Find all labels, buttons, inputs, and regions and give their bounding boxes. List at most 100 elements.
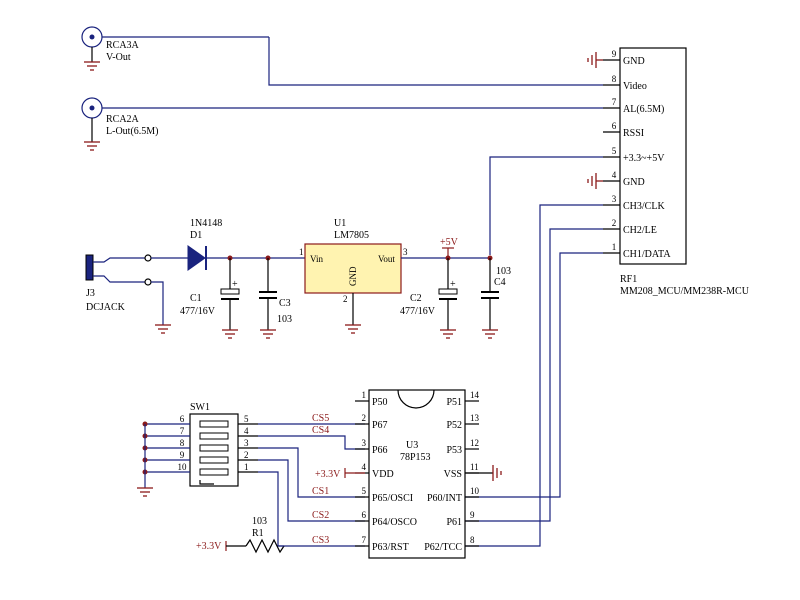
- c1-value: 477/16V: [180, 306, 216, 317]
- d1-ref: D1: [190, 230, 202, 241]
- dip-marker: [199, 480, 214, 485]
- u3-right-pin-num: 8: [470, 535, 475, 545]
- u3-right-pin-name: VSS: [444, 469, 462, 480]
- c3-capacitor: C3 103: [259, 258, 292, 339]
- u1-vout: Vout: [378, 254, 395, 264]
- r1-ref: R1: [252, 528, 264, 539]
- u3-left-pin-num: 7: [362, 535, 367, 545]
- u1-pin3: 3: [403, 247, 408, 257]
- rf1-pin-num: 8: [612, 74, 617, 84]
- u3-right-pin-num: 9: [470, 510, 475, 520]
- rf1-pin-num: 2: [612, 218, 617, 228]
- sw1-ref: SW1: [190, 402, 210, 413]
- sw1-left-pin-num: 10: [178, 462, 188, 472]
- net-cs4: CS4: [312, 425, 329, 436]
- u3-right-pin-name: P60/INT: [427, 493, 462, 504]
- dip-slot: [199, 468, 229, 476]
- rf1-pin-num: 6: [612, 121, 617, 131]
- u3-left-pin-name: P50: [372, 397, 388, 408]
- cs3-wire: [258, 471, 365, 547]
- sw1-left-pin-num: 9: [180, 450, 185, 460]
- u1-part: LM7805: [334, 230, 369, 241]
- c4-value: 103: [496, 266, 511, 277]
- r1-resistor: +3.3V 103 R1: [196, 516, 285, 554]
- u3-right-pin-num: 10: [470, 486, 480, 496]
- u3-left-pin-name: P66: [372, 445, 388, 456]
- rf1-pin-name: CH2/LE: [623, 225, 657, 236]
- clk-wire: [465, 204, 603, 547]
- ground-symbol: [84, 141, 100, 151]
- rf1-part: MM208_MCU/MM238R-MCU: [620, 286, 750, 297]
- c4-capacitor: 103 C4: [481, 258, 511, 339]
- rf1-pin-name: AL(6.5M): [623, 104, 664, 115]
- rf1-pin-num: 1: [612, 242, 617, 252]
- u3-left-pin-num: 5: [362, 486, 367, 496]
- c1-ref: C1: [190, 293, 202, 304]
- c2-capacitor: + C2 477/16V: [400, 258, 458, 339]
- sw1-right-pin-num: 4: [244, 426, 249, 436]
- sw1-left-pin-num: 8: [180, 438, 185, 448]
- u3-left-pin-num: 2: [362, 413, 367, 423]
- sw1-right-pin-num: 1: [244, 462, 249, 472]
- u3-left-pin-name: P67: [372, 420, 388, 431]
- ground-symbol: [137, 487, 153, 497]
- dip-slot: [199, 444, 229, 452]
- u3-left-pin-num: 6: [362, 510, 367, 520]
- u3-left-pin-num: 4: [362, 462, 367, 472]
- rf1-pin-name: RSSI: [623, 128, 644, 139]
- u3-ref: U3: [406, 440, 418, 451]
- rf1-pin-name: Video: [623, 81, 647, 92]
- rca3a-connector: RCA3A V-Out: [81, 26, 269, 71]
- j3-value: DCJACK: [86, 302, 126, 313]
- rf1-pin-name: CH1/DATA: [623, 249, 671, 260]
- u3-right-pin-name: P53: [446, 445, 462, 456]
- dip-slot: [199, 420, 229, 428]
- u3-left-pin-num: 3: [362, 438, 367, 448]
- u3-left-pin-name: P64/OSCO: [372, 517, 417, 528]
- cs2-wire: [258, 459, 365, 522]
- rf1-ref: RF1: [620, 274, 637, 285]
- rca2a-ref: RCA2A: [106, 114, 140, 125]
- vdd-r1-label: +3.3V: [196, 541, 222, 552]
- cs1-wire: [258, 447, 365, 498]
- ground-symbol: [84, 61, 100, 71]
- u1-gnd: GND: [348, 266, 358, 286]
- net-cs2: CS2: [312, 510, 329, 521]
- jack-gnd-wire: [151, 281, 164, 325]
- rf1-pin-num: 9: [612, 49, 617, 59]
- u3-left-pin-num: 1: [362, 390, 367, 400]
- u3-right-pin-num: 11: [470, 462, 479, 472]
- rf1-pin-num: 5: [612, 146, 617, 156]
- video-wire: [268, 37, 603, 86]
- sw1-right-pin-num: 3: [244, 438, 249, 448]
- u3-mcu: 1P502P673P664VDD5P65/OSCI6P64/OSCO7P63/R…: [315, 389, 502, 559]
- c2-value: 477/16V: [400, 306, 436, 317]
- ground-symbol: [482, 329, 498, 339]
- u3-left-pin-name: VDD: [372, 469, 394, 480]
- ground-symbol: [492, 465, 502, 481]
- c2-ref: C2: [410, 293, 422, 304]
- c1-capacitor: + C1 477/16V: [180, 258, 240, 339]
- rca2a-value: L-Out(6.5M): [106, 126, 159, 137]
- ground-symbol: [260, 329, 276, 339]
- u3-right-pin-name: P51: [446, 397, 462, 408]
- d1-diode: 1N4148 D1: [187, 218, 222, 271]
- cs4-wire: [258, 435, 365, 450]
- u3-part: 78P153: [400, 452, 431, 463]
- rf1-pin-name: GND: [623, 56, 645, 67]
- c3-ref: C3: [279, 298, 291, 309]
- vdd-u3-label: +3.3V: [315, 469, 341, 480]
- u3-right-pin-num: 13: [470, 413, 480, 423]
- c4-ref: C4: [494, 277, 506, 288]
- svg-text:+: +: [450, 279, 456, 290]
- j3-ref: J3: [86, 288, 95, 299]
- rf1-module: 9GND8Video7AL(6.5M)6RSSI5+3.3~+5V4GND3CH…: [587, 47, 750, 297]
- c3-value: 103: [277, 314, 292, 325]
- u3-left-pin-name: P65/OSCI: [372, 493, 413, 504]
- r1-value: 103: [252, 516, 267, 527]
- rca3a-ref: RCA3A: [106, 40, 140, 51]
- sw1-left-pin-num: 6: [180, 414, 185, 424]
- u1-pin1: 1: [299, 247, 304, 257]
- sw1-right-pin-num: 2: [244, 450, 249, 460]
